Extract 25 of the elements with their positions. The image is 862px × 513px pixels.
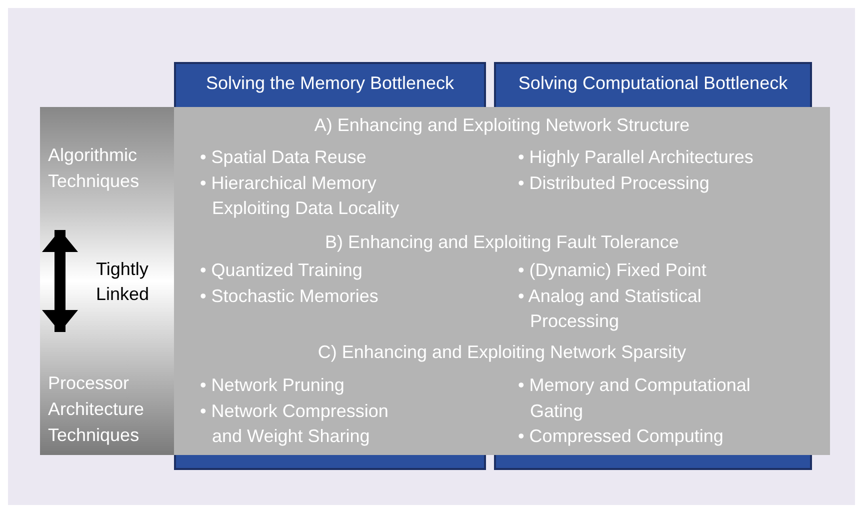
column-header-bar bbox=[174, 62, 486, 107]
bullet-item: • (Dynamic) Fixed Point bbox=[518, 259, 708, 282]
bullet-item: • Network Pruning bbox=[200, 374, 346, 397]
bullet-item: • Highly Parallel Architectures bbox=[518, 146, 754, 169]
edge-label: Tightly Linked bbox=[96, 258, 150, 306]
double-arrow bbox=[42, 230, 78, 332]
bullet-item: • Quantized Training bbox=[200, 259, 364, 282]
bullet-item: • Compressed Computing bbox=[518, 425, 724, 448]
row-label: Algorithmic Techniques bbox=[48, 144, 140, 193]
section-heading: C) Enhancing and Exploiting Network Sparsity bbox=[316, 342, 688, 363]
column-title: Solving the Memory Bottleneck bbox=[206, 73, 454, 95]
bullet-item: • Distributed Processing bbox=[518, 172, 710, 195]
row-label: Processor Architecture Techniques bbox=[48, 372, 146, 447]
technique-panel bbox=[174, 107, 830, 455]
bullet-item: • Spatial Data Reuse bbox=[200, 146, 368, 169]
column-header-bar bbox=[494, 62, 812, 107]
bullet-item: • Hierarchical Memory Exploiting Data Locality bbox=[200, 172, 400, 220]
section-heading: B) Enhancing and Exploiting Fault Tolerance bbox=[324, 232, 680, 253]
section-heading: A) Enhancing and Exploiting Network Structure bbox=[313, 115, 691, 136]
column-title: Solving Computational Bottleneck bbox=[518, 73, 788, 95]
bullet-item: • Stochastic Memories bbox=[200, 284, 380, 308]
bullet-item: • Memory and Computational Gating bbox=[518, 374, 752, 423]
gradient-sidebar bbox=[40, 107, 174, 455]
bullet-item: • Network Compression and Weight Sharing bbox=[200, 400, 390, 448]
bullet-item: • Analog and Statistical Processing bbox=[518, 284, 702, 333]
